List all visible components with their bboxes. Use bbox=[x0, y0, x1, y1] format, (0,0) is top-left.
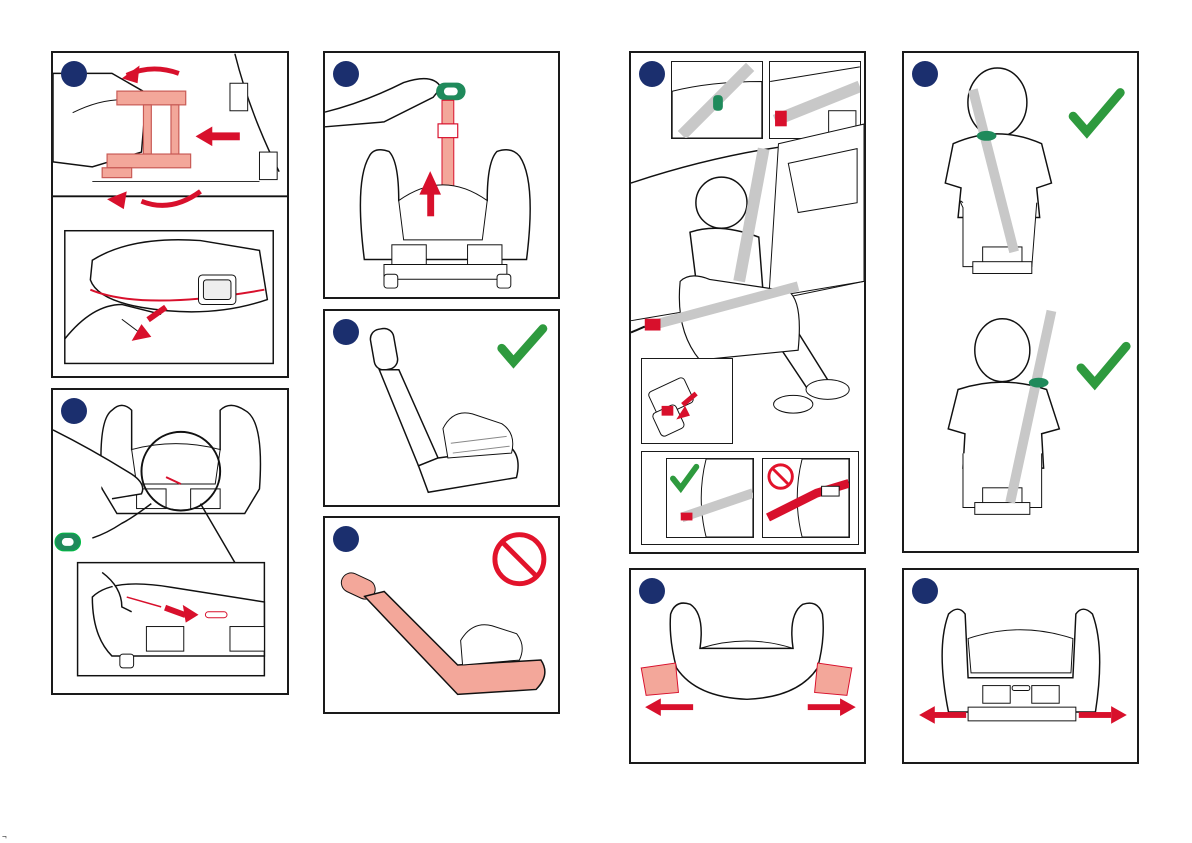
step-number-badge bbox=[639, 61, 665, 87]
step-number-badge bbox=[333, 319, 359, 345]
left-arrow-icon bbox=[645, 698, 693, 716]
right-arrow-icon bbox=[808, 698, 856, 716]
illustration-attach-shoulder-guide bbox=[53, 390, 287, 693]
step-number-badge bbox=[333, 526, 359, 552]
step-panel-vehicle-seat-incorrect bbox=[323, 516, 560, 714]
step-number-badge bbox=[912, 61, 938, 87]
check-mark-icon bbox=[673, 467, 696, 488]
illustration-armrests-rear bbox=[904, 570, 1137, 762]
illustration-vehicle-seat-incorrect bbox=[325, 518, 558, 712]
step-panel-pull-strap-up bbox=[323, 51, 560, 299]
illustration-vehicle-seat-correct bbox=[325, 311, 558, 505]
step-panel-attach-shoulder-guide bbox=[51, 388, 289, 695]
prohibited-icon bbox=[495, 535, 544, 584]
shoulder-belt-clip-icon bbox=[55, 533, 81, 551]
illustration-belt-position bbox=[904, 53, 1137, 551]
step-number-badge bbox=[639, 578, 665, 604]
prohibited-icon bbox=[769, 465, 792, 488]
inset-buckle-release bbox=[641, 358, 733, 444]
step-number-badge bbox=[61, 398, 87, 424]
illustration-remove-backrest bbox=[53, 53, 287, 376]
page-corner-mark: ¬ bbox=[2, 832, 7, 841]
illustration-armrests-front bbox=[631, 570, 864, 762]
step-panel-remove-backrest bbox=[51, 51, 289, 378]
check-mark-icon bbox=[502, 329, 543, 362]
step-number-badge bbox=[61, 61, 87, 87]
lap-belt-incorrect bbox=[762, 458, 850, 538]
step-panel-child-seated-belt bbox=[629, 51, 866, 554]
step-panel-vehicle-seat-correct bbox=[323, 309, 560, 507]
inset-lap-belt-comparison bbox=[641, 451, 859, 545]
check-mark-icon bbox=[1073, 93, 1120, 132]
step-panel-belt-position-correct bbox=[902, 51, 1139, 553]
illustration-pull-strap-up bbox=[325, 53, 558, 297]
step-panel-extend-armrests-rear bbox=[902, 568, 1139, 764]
step-panel-extend-armrests-front bbox=[629, 568, 866, 764]
step-number-badge bbox=[912, 578, 938, 604]
check-mark-icon bbox=[1081, 346, 1126, 383]
lap-belt-correct bbox=[666, 458, 754, 538]
step-number-badge bbox=[333, 61, 359, 87]
